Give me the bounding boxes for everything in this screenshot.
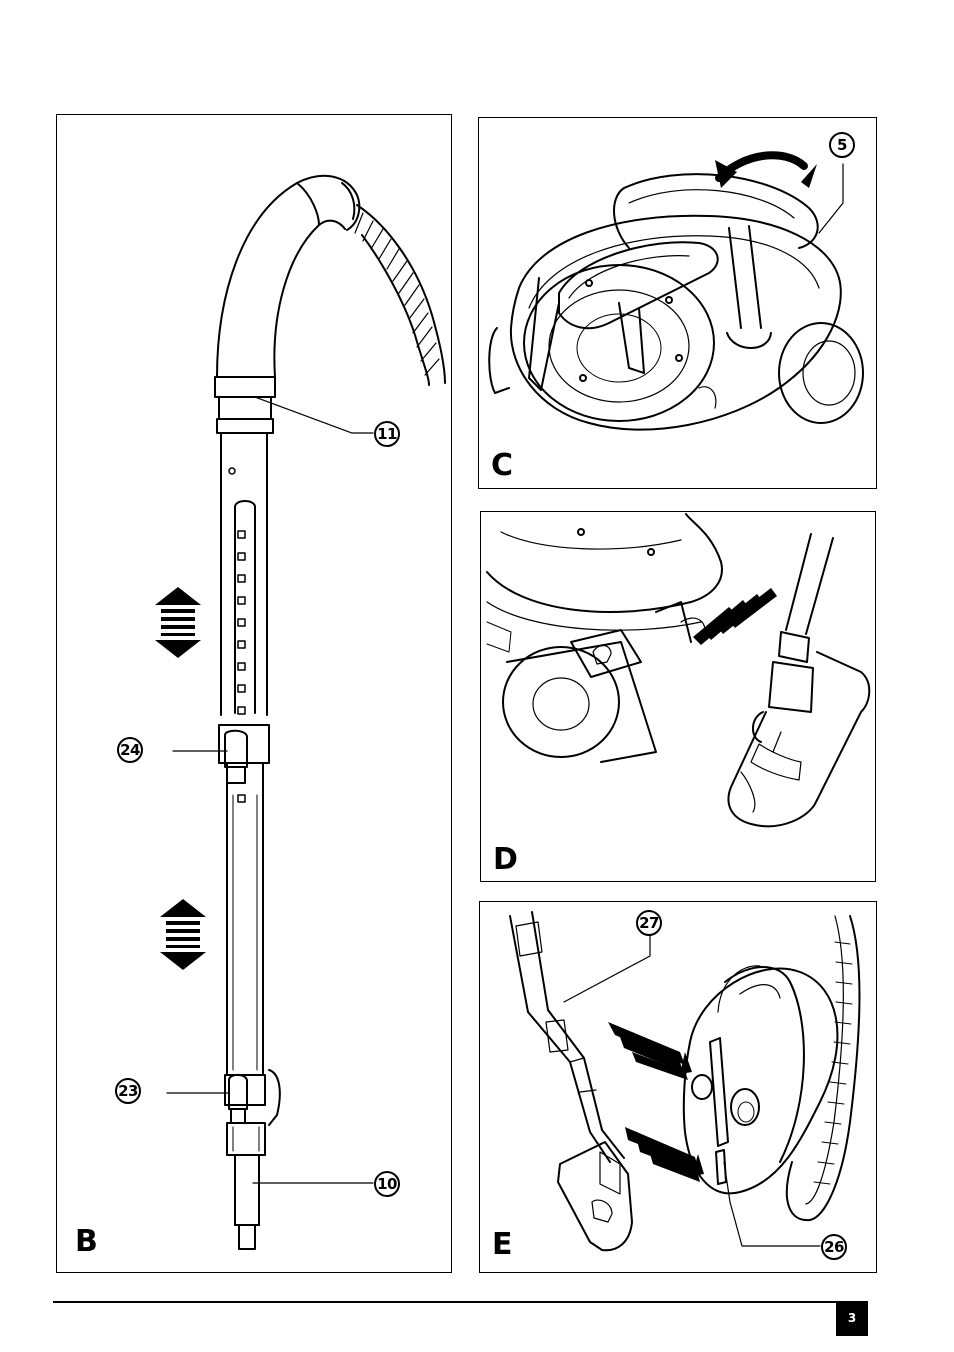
figure-b-panel: 11 24 23 10 B: [56, 114, 452, 1273]
callout-26: 26: [821, 1234, 847, 1260]
callout-11: 11: [374, 421, 400, 447]
callout-24: 24: [117, 737, 143, 763]
figure-label-b: B: [75, 1227, 97, 1257]
figure-e-panel: 27 26 E: [479, 901, 877, 1273]
vacuum-cleaner-top-view-icon: [479, 118, 877, 489]
callout-5: 5: [829, 132, 855, 158]
floor-tool-storage-icon: [481, 512, 876, 882]
tube-parking-icon: [480, 902, 877, 1273]
figure-label-d: D: [493, 845, 517, 875]
page-number: 3: [836, 1301, 868, 1336]
figure-d-panel: D: [480, 511, 876, 882]
double-arrow-lower-icon: [160, 899, 206, 970]
callout-23: 23: [115, 1078, 141, 1104]
footer-rule: [53, 1301, 868, 1303]
double-arrow-upper-icon: [155, 587, 201, 658]
figure-label-c: C: [491, 451, 512, 481]
figure-label-e: E: [492, 1230, 512, 1260]
callout-10: 10: [374, 1171, 400, 1197]
telescopic-tube-with-hose-icon: [57, 115, 452, 1273]
figure-c-panel: 5 C: [478, 117, 877, 489]
callout-27: 27: [636, 910, 662, 936]
